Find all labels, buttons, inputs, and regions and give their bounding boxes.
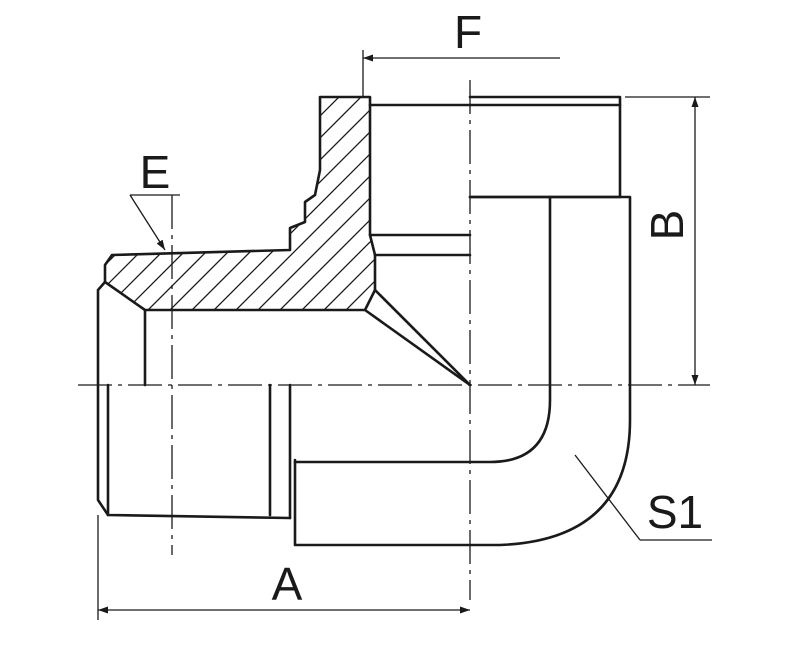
label-e: E	[140, 146, 171, 198]
hatch-line	[303, 97, 375, 310]
dimension-s1: S1	[574, 454, 712, 541]
label-b: B	[641, 210, 693, 241]
hatch-line	[281, 97, 375, 310]
hatch-line	[105, 97, 341, 310]
fitting-outline	[96, 95, 632, 547]
hatch-line	[414, 30, 714, 330]
label-s1: S1	[647, 486, 703, 538]
hatch-line	[392, 30, 692, 330]
dimension-b: B	[625, 96, 710, 385]
hatch-line	[237, 97, 375, 310]
hatch-line	[127, 97, 375, 310]
hatch-line	[259, 97, 375, 310]
hatch-line	[347, 97, 375, 310]
hatch-line	[149, 97, 375, 310]
center-lines	[78, 80, 710, 600]
hatch-line	[215, 97, 375, 310]
hatch-line	[105, 97, 375, 310]
dimension-e: E	[129, 146, 180, 251]
dimension-a: A	[97, 515, 470, 620]
dimension-f: F	[362, 6, 560, 97]
label-a: A	[272, 558, 303, 610]
hatch-line	[171, 97, 375, 310]
label-f: F	[454, 6, 482, 58]
hatch-line	[193, 97, 375, 310]
hatch-line	[369, 97, 375, 310]
